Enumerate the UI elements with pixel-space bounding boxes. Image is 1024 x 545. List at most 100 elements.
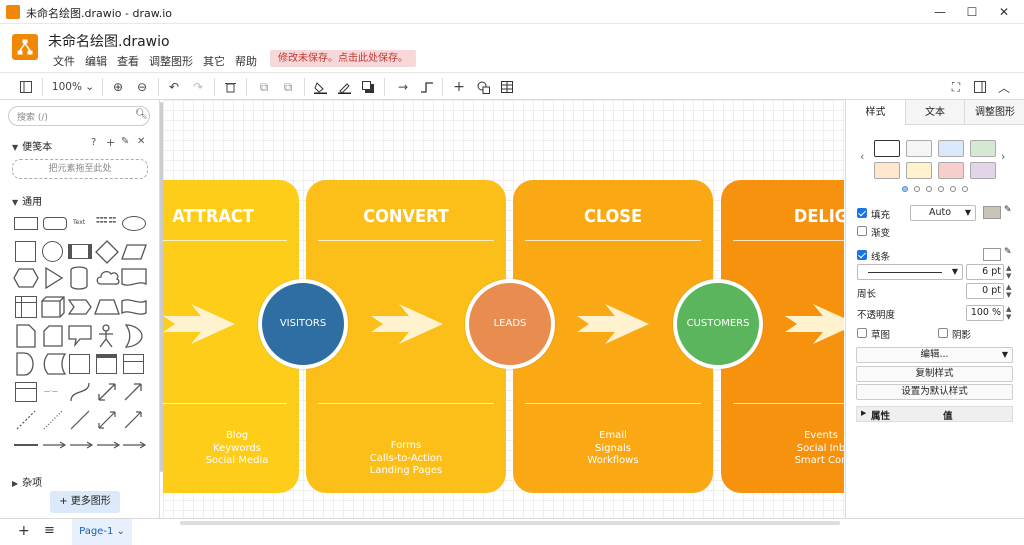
style-swatch[interactable] <box>906 140 932 157</box>
shape-rectangle[interactable] <box>14 217 38 230</box>
shape-cloud[interactable] <box>95 268 121 291</box>
fill-checkbox[interactable] <box>857 208 867 218</box>
search-input[interactable]: 搜索 (/) 🔍︎ <box>8 106 150 126</box>
scratchpad-edit-icon[interactable]: ✎ <box>121 136 130 147</box>
style-swatch[interactable] <box>970 162 996 179</box>
shape-card[interactable] <box>43 325 63 350</box>
shape-textbox[interactable]: ▬▬▬ ▬▬ ▬▬▬ ▬▬ <box>96 216 117 224</box>
waypoints-icon[interactable] <box>418 78 436 96</box>
shape-list-items[interactable] <box>15 382 37 402</box>
fill-type-select[interactable]: Auto▼ <box>910 205 976 221</box>
shape-parallelogram[interactable] <box>121 244 147 263</box>
perimeter-stepper-icon[interactable]: ▲▼ <box>1006 283 1012 299</box>
add-page-icon[interactable]: + <box>18 523 30 539</box>
pages-menu-icon[interactable]: ≡ <box>44 523 55 538</box>
shape-diamond[interactable] <box>95 240 119 267</box>
delete-icon[interactable] <box>222 78 238 96</box>
sketch-checkbox[interactable] <box>857 328 867 338</box>
minimize-button[interactable]: — <box>934 5 946 19</box>
shape-text[interactable]: Text <box>73 219 86 226</box>
next-style-icon[interactable]: › <box>1001 150 1006 163</box>
style-swatch[interactable] <box>874 140 900 157</box>
shape-connector-label[interactable] <box>69 440 94 453</box>
redo-icon[interactable]: ↷ <box>192 80 204 94</box>
shape-bidirectional-connector[interactable] <box>96 409 118 434</box>
collapse-icon[interactable]: ︿ <box>997 80 1010 95</box>
opacity-input[interactable]: 100 % <box>966 305 1004 321</box>
shape-cube[interactable] <box>41 296 65 321</box>
to-front-icon[interactable]: ⧉ <box>259 79 269 94</box>
close-window-button[interactable]: ✕ <box>998 5 1010 19</box>
line-color-swatch[interactable] <box>983 248 1001 261</box>
opacity-stepper-icon[interactable]: ▲▼ <box>1006 305 1012 321</box>
line-width-input[interactable]: 6 pt <box>966 264 1004 280</box>
shape-link-label[interactable] <box>42 440 67 453</box>
shape-or[interactable] <box>124 324 144 351</box>
scratchpad-header[interactable]: ▼便笺本 <box>12 142 53 153</box>
line-checkbox[interactable] <box>857 250 867 260</box>
style-page-dot[interactable] <box>950 186 956 192</box>
menu-edit[interactable]: 编辑 <box>85 55 107 68</box>
line-width-stepper-icon[interactable]: ▲▼ <box>1006 264 1012 280</box>
shape-list-item[interactable]: —·— <box>44 388 58 395</box>
shape-directional-connector[interactable] <box>122 409 144 434</box>
fill-color-swatch[interactable] <box>983 206 1001 219</box>
shape-ellipse[interactable] <box>122 216 146 231</box>
search-icon[interactable]: 🔍︎ <box>135 109 148 120</box>
shape-curve[interactable] <box>69 381 91 406</box>
zoom-dropdown[interactable]: 100% ⌄ <box>51 81 95 93</box>
shape-dashed-line[interactable] <box>15 409 37 434</box>
undo-icon[interactable]: ↶ <box>168 80 180 94</box>
circle-customers[interactable]: CUSTOMERS <box>673 279 763 369</box>
set-default-style-button[interactable]: 设置为默认样式 <box>856 384 1013 400</box>
shape-connector-2-labels[interactable] <box>96 440 121 453</box>
shape-tape[interactable] <box>121 298 147 319</box>
shape-container[interactable] <box>69 354 90 374</box>
maximize-button[interactable]: ☐ <box>966 5 978 19</box>
scratchpad-add-icon[interactable]: + <box>106 136 116 149</box>
diagram-canvas[interactable]: ATTRACT Blog Keywords Social Media CONVE… <box>163 100 844 518</box>
style-swatch[interactable] <box>970 140 996 157</box>
shape-step[interactable] <box>67 299 92 318</box>
menu-help[interactable]: 帮助 <box>235 55 257 68</box>
shadow-icon[interactable] <box>360 78 376 96</box>
shape-actor[interactable] <box>96 324 116 351</box>
scratchpad-dropzone[interactable]: 把元素拖至此处 <box>12 159 148 179</box>
style-swatch[interactable] <box>906 162 932 179</box>
shape-rounded-rectangle[interactable] <box>43 217 67 230</box>
edit-style-button[interactable]: 编辑...▼ <box>856 347 1013 363</box>
shape-note[interactable] <box>16 324 36 351</box>
fill-color-icon[interactable] <box>312 78 328 96</box>
style-page-dot[interactable] <box>902 186 908 192</box>
perimeter-input[interactable]: 0 pt <box>966 283 1004 299</box>
shape-bidirectional-arrow[interactable] <box>96 381 118 406</box>
shadow-checkbox[interactable] <box>938 328 948 338</box>
shape-triangle[interactable] <box>44 266 64 292</box>
shape-trapezoid[interactable] <box>94 299 120 318</box>
to-back-icon[interactable]: ⧉ <box>283 79 293 94</box>
shape-callout[interactable] <box>68 325 92 350</box>
misc-header[interactable]: ▶杂项 <box>12 478 43 489</box>
tab-text[interactable]: 文本 <box>905 100 964 125</box>
insert-icon[interactable]: + <box>453 79 465 95</box>
line-color-picker-icon[interactable]: ✎ <box>1004 247 1012 257</box>
shapes-icon[interactable] <box>474 78 492 96</box>
shape-document[interactable] <box>121 268 147 291</box>
scratchpad-close-icon[interactable]: ✕ <box>137 136 146 147</box>
menu-view[interactable]: 查看 <box>117 55 139 68</box>
copy-style-button[interactable]: 复制样式 <box>856 366 1013 382</box>
style-swatch[interactable] <box>938 162 964 179</box>
canvas-horizontal-scrollbar[interactable] <box>180 521 840 525</box>
page-tab[interactable]: Page-1 ⌄ <box>72 519 132 545</box>
scratchpad-help-icon[interactable]: ? <box>91 137 97 148</box>
general-header[interactable]: ▼通用 <box>12 197 43 208</box>
shape-swimlane[interactable] <box>96 354 117 374</box>
style-page-dot[interactable] <box>926 186 932 192</box>
sidebar-scrollbar[interactable] <box>160 102 163 472</box>
file-name[interactable]: 未命名绘图.drawio <box>48 34 170 50</box>
menu-file[interactable]: 文件 <box>53 55 75 68</box>
shape-circle[interactable] <box>42 241 63 262</box>
format-panel-toggle-icon[interactable] <box>972 78 988 96</box>
shape-hexagon[interactable] <box>13 268 39 291</box>
shape-cylinder[interactable] <box>69 266 89 293</box>
